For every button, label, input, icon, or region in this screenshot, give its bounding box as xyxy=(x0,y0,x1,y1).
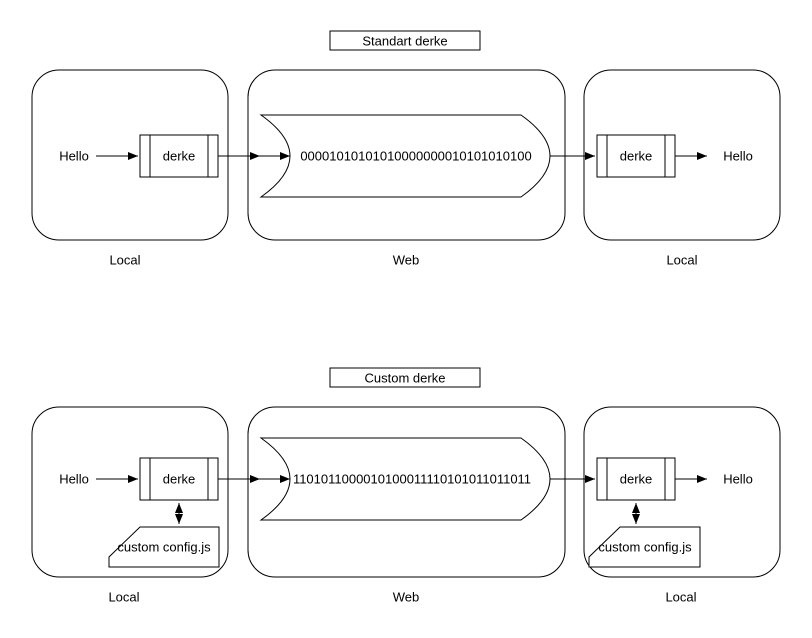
decoder-box xyxy=(596,134,676,178)
section-title: Standart derke xyxy=(362,34,447,49)
input-text: Hello xyxy=(59,149,89,164)
region-local-right-label: Local xyxy=(666,253,697,268)
encoder-node: derke xyxy=(139,457,219,501)
section-title: Custom derke xyxy=(365,371,446,386)
output-text: Hello xyxy=(723,149,753,164)
section-standard: Standart derke Local Hello derke Web 000… xyxy=(31,30,781,268)
encoder-box xyxy=(139,134,219,178)
decoder-node: derke xyxy=(596,457,676,501)
decoder-label: derke xyxy=(620,149,653,164)
encoder-label: derke xyxy=(163,472,196,487)
region-web-label: Web xyxy=(393,590,420,605)
payload-text: 1101011000010100011110101011011011 xyxy=(293,472,531,487)
region-local-right xyxy=(583,406,781,578)
config-label: custom config.js xyxy=(117,540,211,555)
region-web xyxy=(247,406,566,578)
encoder-box xyxy=(139,457,219,501)
region-web-label: Web xyxy=(393,253,420,268)
region-local-right xyxy=(583,69,781,241)
region-local-left-label: Local xyxy=(109,253,140,268)
config-label: custom config.js xyxy=(598,540,692,555)
region-web xyxy=(247,69,566,241)
config-card xyxy=(588,526,701,568)
region-local-left xyxy=(31,406,229,578)
payload-text: 00001010101010000000010101010100 xyxy=(300,149,531,164)
output-text: Hello xyxy=(723,472,753,487)
region-local-left xyxy=(31,69,229,241)
message-shape xyxy=(259,114,551,198)
input-text: Hello xyxy=(59,472,89,487)
title-box xyxy=(329,30,481,51)
region-local-left-label: Local xyxy=(108,590,139,605)
encoder-label: derke xyxy=(163,149,196,164)
decoder-node: derke xyxy=(596,134,676,178)
region-local-right-label: Local xyxy=(665,590,696,605)
title-box xyxy=(329,367,481,388)
decoder-box xyxy=(596,457,676,501)
section-custom: Custom derke Local Hello derke custom co… xyxy=(31,367,781,605)
message-shape xyxy=(259,437,551,521)
encoder-node: derke xyxy=(139,134,219,178)
config-card xyxy=(108,526,220,568)
decoder-label: derke xyxy=(620,472,653,487)
